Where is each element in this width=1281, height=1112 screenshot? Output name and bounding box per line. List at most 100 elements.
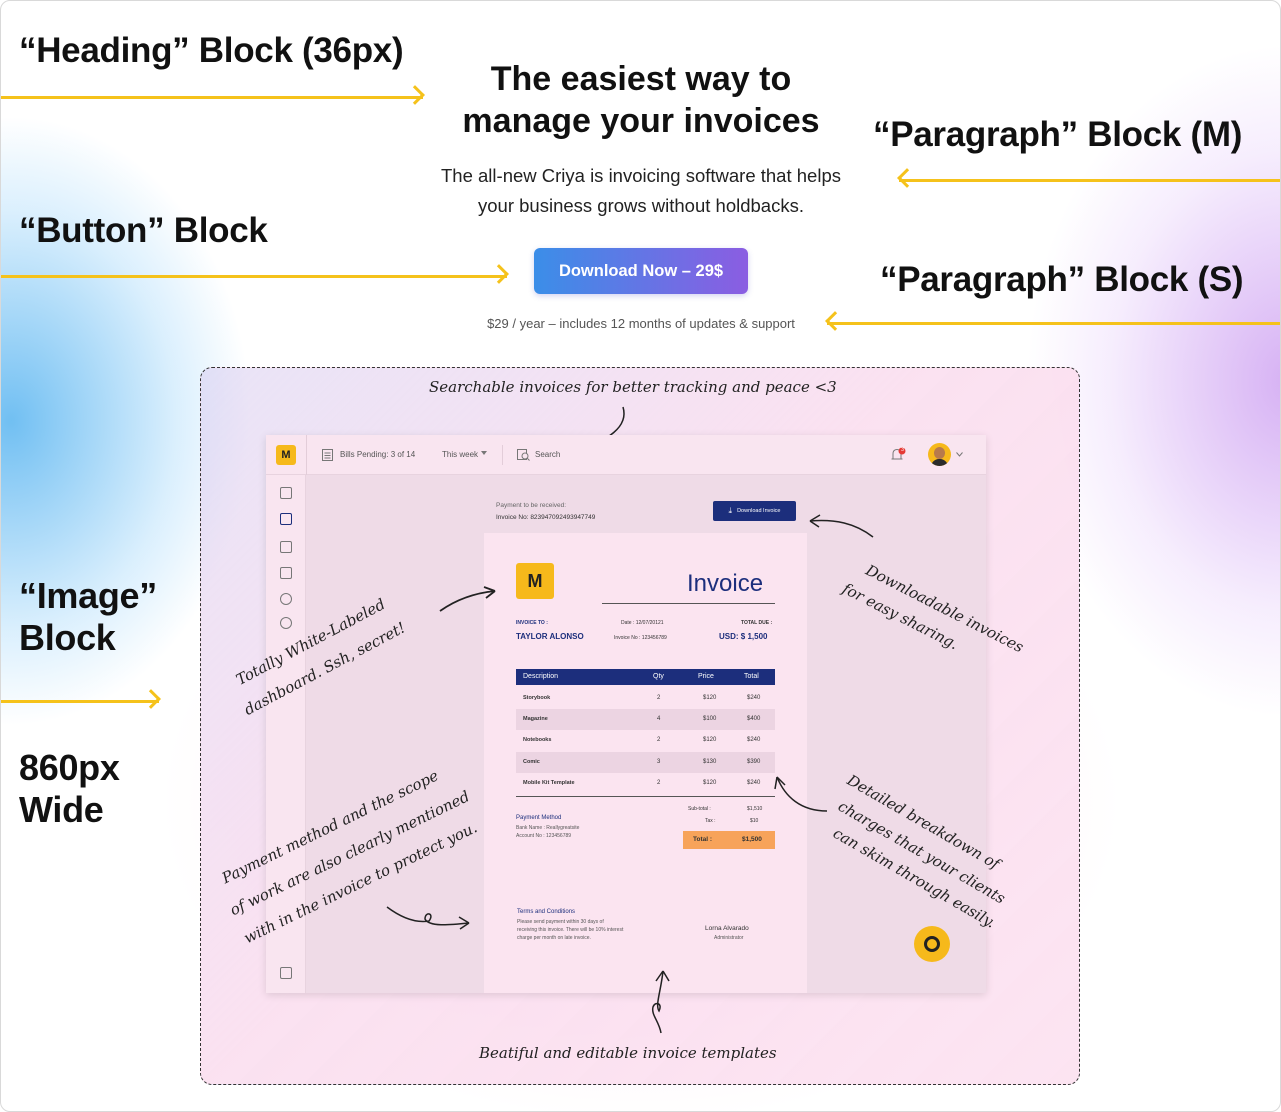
row-price: $120: [703, 695, 717, 701]
annotation-templates: Beatiful and editable invoice templates: [479, 1044, 777, 1062]
bell-icon[interactable]: [890, 447, 906, 463]
row-qty: 2: [657, 780, 661, 786]
total-box: Total : $1,500: [683, 831, 775, 849]
total-due-label: TOTAL DUE :: [741, 620, 773, 626]
avatar[interactable]: [928, 443, 951, 466]
invoice-logo: M: [516, 563, 554, 599]
invoice-date: Date : 12/07/20121: [621, 620, 664, 626]
invoice-icon[interactable]: [280, 513, 292, 525]
hero-para-line2: your business grows without holdbacks.: [478, 195, 804, 216]
image-label-line2: Block: [19, 617, 116, 658]
image-block-label: “Image” Block: [19, 575, 157, 659]
row-total: $240: [747, 695, 761, 701]
items-table-header: Description Qty Price Total: [516, 669, 775, 685]
col-description: Description: [523, 673, 559, 680]
row-price: $120: [703, 780, 717, 786]
payment-invoice-no: Invoice No: 823947092493947749: [496, 514, 596, 521]
row-desc: Storybook: [523, 695, 551, 701]
row-price: $130: [703, 759, 717, 765]
annotation-arrow-whitelabel: [439, 586, 496, 612]
dashboard-icon[interactable]: [280, 487, 292, 499]
payment-to-receive-label: Payment to be received:: [496, 502, 567, 509]
invoice-to-label: INVOICE TO :: [516, 620, 548, 626]
row-desc: Mobile Kit Template: [523, 780, 575, 786]
signer-name: Lorna Alvarado: [705, 925, 749, 932]
row-desc: Comic: [523, 759, 540, 765]
download-invoice-label: Download Invoice: [737, 508, 781, 514]
heading-arrow: [1, 85, 425, 105]
bills-pending: Bills Pending: 3 of 14: [340, 450, 416, 459]
chevron-down-icon: [481, 451, 487, 455]
hero-para-line1: The all-new Criya is invoicing software …: [441, 165, 841, 186]
terms-line3: charge per month on late invoice.: [517, 935, 591, 941]
calendar-icon[interactable]: [280, 567, 292, 579]
app-topbar: M Bills Pending: 3 of 14 This week Searc…: [266, 435, 986, 475]
col-qty: Qty: [653, 673, 664, 680]
annotation-arrow-payment: [386, 906, 470, 930]
paragraph-m-label: “Paragraph” Block (M): [873, 115, 1243, 154]
terms-title: Terms and Conditions: [517, 909, 576, 915]
logout-icon[interactable]: [280, 967, 292, 979]
row-qty: 4: [657, 716, 661, 722]
terms-line2: receiving this invoice. There will be 10…: [517, 927, 624, 933]
total-due-value: USD: $ 1,500: [719, 632, 768, 641]
hero-title-line2: manage your invoices: [462, 102, 820, 140]
paragraph-s-label: “Paragraph” Block (S): [880, 260, 1244, 299]
hero-paragraph: The all-new Criya is invoicing software …: [381, 161, 901, 221]
table-row: Notebooks 2 $120 $240: [516, 730, 775, 751]
download-now-button[interactable]: Download Now – 29$: [534, 248, 748, 294]
app-sidebar: [266, 475, 306, 993]
terms-line1: Please send payment within 30 days of: [517, 919, 604, 925]
image-label-line1: “Image”: [19, 575, 157, 616]
annotation-arrow-breakdown: [774, 776, 828, 812]
row-total: $390: [747, 759, 761, 765]
heading-block-label: “Heading” Block (36px): [19, 31, 404, 70]
invoice-paper: M Invoice INVOICE TO : TAYLOR ALONSO Dat…: [484, 533, 807, 993]
row-total: $400: [747, 716, 761, 722]
subtotal-label: Sub-total :: [688, 806, 711, 812]
search-input[interactable]: Search: [535, 450, 561, 459]
row-total: $240: [747, 737, 761, 743]
signer-role: Administrator: [714, 935, 744, 941]
row-price: $120: [703, 737, 717, 743]
paragraph-s-arrow: [825, 311, 1280, 331]
cloud-icon[interactable]: [280, 593, 292, 605]
subtotal-value: $1,510: [747, 806, 763, 812]
annotation-arrow-download: [809, 514, 874, 538]
button-arrow: [1, 264, 509, 284]
annotation-search: Searchable invoices for better tracking …: [429, 378, 837, 396]
row-desc: Magazine: [523, 716, 548, 722]
search-icon[interactable]: [517, 448, 530, 461]
download-icon: ⤓: [728, 506, 733, 515]
row-desc: Notebooks: [523, 737, 552, 743]
width-label-line1: 860px: [19, 747, 120, 788]
row-qty: 2: [657, 737, 661, 743]
paragraph-m-arrow: [897, 168, 1280, 188]
mail-icon[interactable]: [280, 541, 292, 553]
download-invoice-button[interactable]: ⤓ Download Invoice: [713, 501, 796, 521]
table-row: Mobile Kit Template 2 $120 $240: [516, 773, 775, 794]
payment-method-label: Payment Method: [516, 815, 562, 821]
row-qty: 3: [657, 759, 661, 765]
button-block-label: “Button” Block: [19, 211, 268, 250]
dashboard-mockup: M Bills Pending: 3 of 14 This week Searc…: [266, 435, 986, 993]
menu-icon[interactable]: [322, 449, 333, 461]
app-logo: M: [276, 445, 296, 465]
row-qty: 2: [657, 695, 661, 701]
col-total: Total: [744, 673, 759, 680]
annotation-arrow-templates: [651, 970, 670, 1034]
period-select[interactable]: This week: [442, 450, 479, 459]
table-row: Storybook 2 $120 $240: [516, 688, 775, 709]
row-price: $100: [703, 716, 717, 722]
image-arrow: [1, 689, 161, 709]
client-name: TAYLOR ALONSO: [516, 632, 584, 641]
gear-icon[interactable]: [280, 617, 292, 629]
row-total: $240: [747, 780, 761, 786]
tax-value: $10: [750, 818, 759, 824]
profile-chevron-icon[interactable]: [956, 452, 963, 457]
support-icon[interactable]: [914, 926, 950, 962]
width-label-line2: Wide: [19, 789, 104, 830]
total-value: $1,500: [742, 836, 762, 843]
total-label: Total :: [693, 836, 713, 843]
